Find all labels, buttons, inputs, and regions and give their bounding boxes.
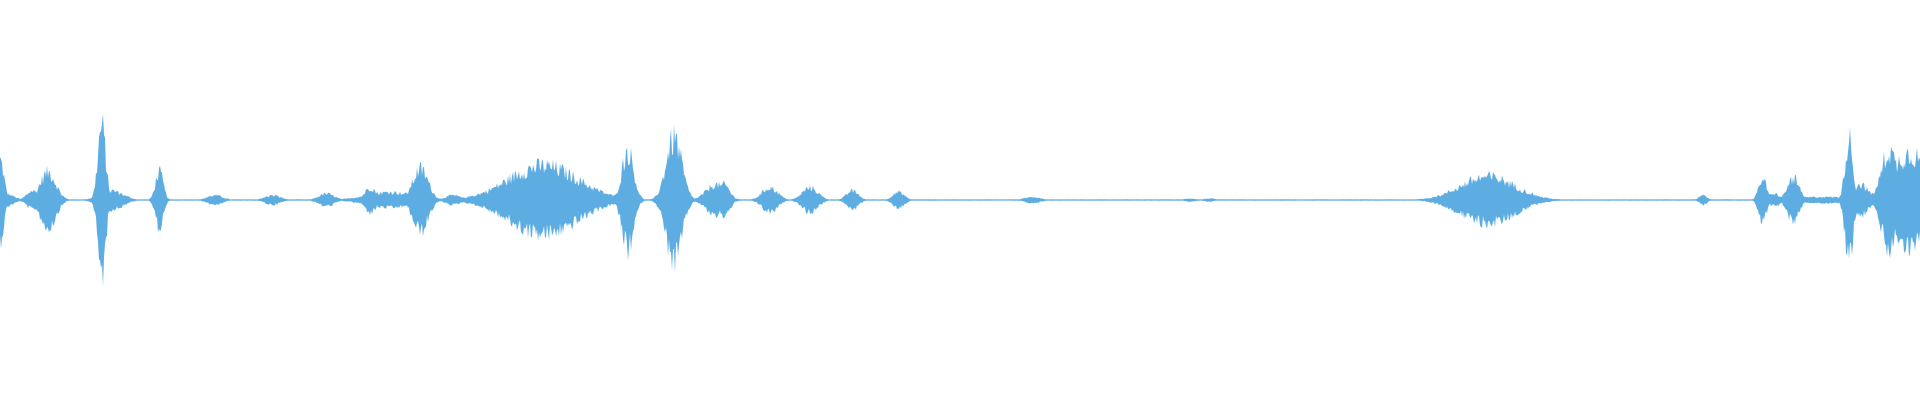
waveform-series xyxy=(0,113,1920,287)
